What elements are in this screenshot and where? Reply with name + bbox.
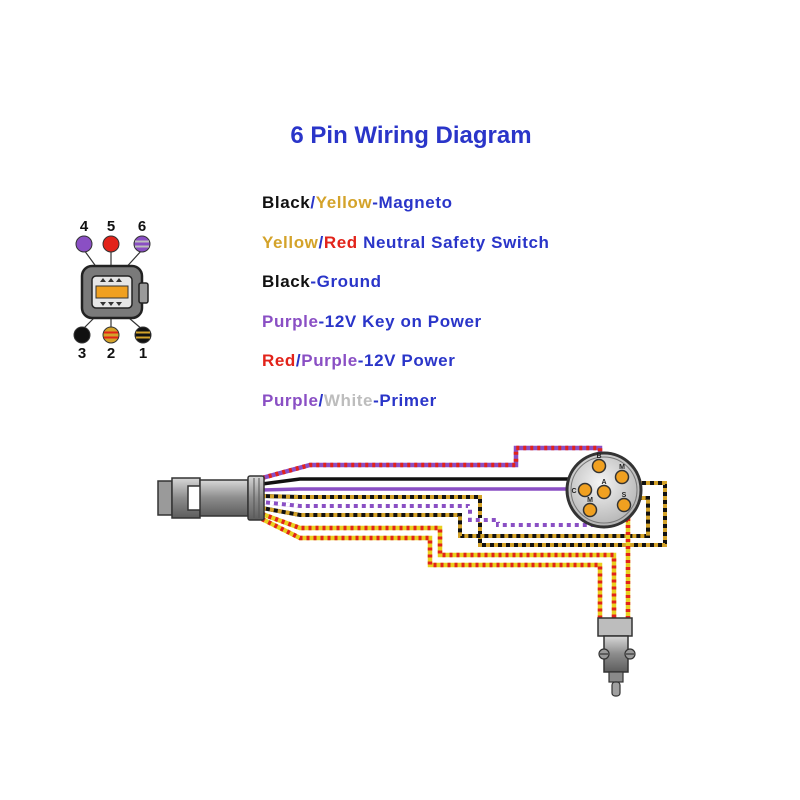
switch-terminal: C bbox=[571, 482, 593, 498]
wire-color-label: Purple bbox=[301, 351, 358, 371]
legend-separator: / bbox=[318, 390, 324, 410]
legend-row: Black-Ground bbox=[262, 272, 550, 312]
legend-separator: / bbox=[310, 193, 316, 212]
wire-color-label: Yellow bbox=[315, 193, 373, 212]
switch-terminal: M bbox=[582, 497, 598, 518]
page-title: 6 Pin Wiring Diagram bbox=[290, 122, 532, 149]
switch-terminal: M bbox=[614, 464, 630, 485]
wire-function-label: 12V Key on Power bbox=[324, 311, 482, 331]
switch-terminal-label: M bbox=[619, 464, 625, 471]
legend-joiner: - bbox=[357, 351, 365, 371]
wire-color-label: White bbox=[323, 390, 374, 410]
neutral-safety-switch bbox=[597, 617, 636, 697]
wire-color-label: Purple bbox=[262, 390, 319, 410]
switch-terminal: S bbox=[616, 492, 632, 513]
pin-3: 3 bbox=[73, 326, 91, 362]
pin-2: 2 bbox=[102, 326, 120, 362]
connector-pinout: 4 5 6 3 2 1 bbox=[73, 218, 152, 362]
wire-color-label: Purple bbox=[262, 311, 319, 331]
legend-separator: / bbox=[295, 351, 302, 371]
switch-terminal: B bbox=[591, 453, 607, 474]
legend-row: Black/Yellow-Magneto bbox=[262, 193, 550, 233]
switch-terminal-label: S bbox=[622, 492, 627, 499]
wire-function-label: Primer bbox=[379, 390, 437, 410]
pin-number-label: 4 bbox=[80, 218, 89, 235]
legend-joiner: - bbox=[373, 390, 380, 410]
switch-terminal-label: C bbox=[571, 488, 576, 495]
wire-color-label: Yellow bbox=[262, 232, 319, 252]
pin-number-label: 5 bbox=[107, 218, 115, 235]
wire-color-label: Red bbox=[262, 351, 296, 371]
legend-row: Red/Purple-12V Power bbox=[262, 351, 550, 391]
harness-plug bbox=[157, 475, 265, 521]
legend-joiner: - bbox=[310, 272, 317, 292]
wire-harness bbox=[260, 445, 667, 620]
legend-row: Purple/White-Primer bbox=[262, 391, 550, 431]
legend-joiner: - bbox=[372, 193, 379, 212]
ignition-switch: B M C A S M bbox=[565, 451, 643, 529]
wire-function-label: 12V Power bbox=[364, 351, 456, 371]
pin-number-label: 2 bbox=[107, 345, 115, 362]
legend-joiner: - bbox=[318, 311, 325, 331]
switch-terminal-label: A bbox=[601, 479, 606, 486]
pin-4: 4 bbox=[75, 218, 93, 253]
legend-row: Yellow/Red Neutral Safety Switch bbox=[262, 233, 550, 273]
wire-function-label: Magneto bbox=[378, 193, 453, 212]
pin-5: 5 bbox=[102, 218, 120, 253]
wire-color-label: Red bbox=[323, 232, 358, 252]
wire-function-label: Ground bbox=[316, 272, 382, 292]
wire-color-label: Black bbox=[262, 193, 311, 212]
switch-terminal: A bbox=[596, 479, 612, 500]
wire-color-label: Black bbox=[262, 272, 311, 292]
wire-function-label: Neutral Safety Switch bbox=[363, 232, 550, 252]
pin-number-label: 3 bbox=[78, 345, 86, 362]
pin-number-label: 1 bbox=[139, 345, 147, 362]
pin-6: 6 bbox=[133, 218, 151, 253]
pin-number-label: 6 bbox=[138, 218, 146, 235]
switch-terminal-label: B bbox=[596, 453, 601, 460]
pin-1: 1 bbox=[134, 326, 152, 362]
switch-terminal-label: M bbox=[587, 497, 593, 504]
legend-separator: / bbox=[318, 232, 324, 252]
legend-row: Purple-12V Key on Power bbox=[262, 312, 550, 352]
